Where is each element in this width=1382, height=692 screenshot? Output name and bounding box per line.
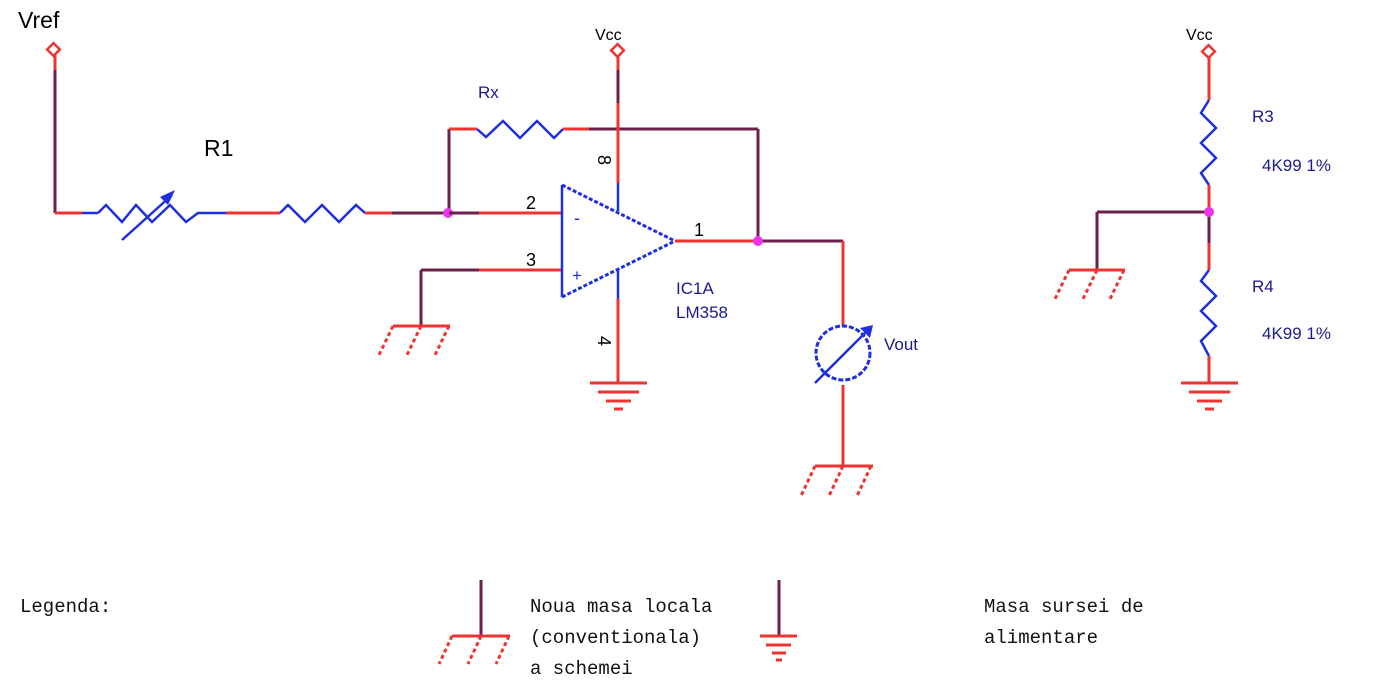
legend-supply-ground-line: Masa sursei de <box>984 596 1144 618</box>
potentiometer-r1 <box>97 190 228 241</box>
vref-terminal <box>45 41 62 213</box>
opamp-input-wires <box>421 211 562 272</box>
legend-local-ground-line: a schemei <box>530 658 633 680</box>
local-ground-icon <box>377 324 451 356</box>
pin3-label: 3 <box>526 250 536 270</box>
r4-label: R4 <box>1252 277 1274 296</box>
supply-ground-icon <box>1181 381 1238 411</box>
legend-local-ground-icon <box>437 580 511 665</box>
divider-midpoint-wires <box>1095 210 1211 270</box>
vcc-divider-label: Vcc <box>1186 27 1213 44</box>
legend-local-ground-line: Noua masa locala <box>530 596 712 618</box>
pin4-label: 4 <box>594 336 614 346</box>
opamp-lm358 <box>560 183 676 299</box>
vcc-opamp-label: Vcc <box>595 27 622 44</box>
local-ground-icon <box>1053 268 1126 300</box>
resistor-r1-fixed <box>226 203 448 224</box>
vref-label: Vref <box>18 7 60 33</box>
legend-supply-ground-line: alimentare <box>984 627 1098 649</box>
feedback-loop <box>447 119 760 241</box>
r3-label: R3 <box>1252 107 1274 126</box>
junction-node-inverting <box>443 208 453 218</box>
r3-value: 4K99 1% <box>1262 156 1331 175</box>
vcc-divider-terminal <box>1200 43 1217 100</box>
legend-supply-ground-icon <box>760 580 797 662</box>
output-wire <box>675 239 845 326</box>
resistor-r3 <box>1199 99 1218 212</box>
ic-ref-label: IC1A <box>676 279 714 298</box>
vout-label: Vout <box>884 335 918 354</box>
legend-local-ground-line: (conventionala) <box>530 627 701 649</box>
inverting-input-sign: - <box>574 208 580 228</box>
noninverting-input-sign: + <box>572 266 582 285</box>
ic-part-label: LM358 <box>676 303 728 322</box>
rx-label: Rx <box>478 83 499 102</box>
junction-node-output <box>753 236 763 246</box>
resistor-r4 <box>1199 269 1218 382</box>
r1-label: R1 <box>204 135 233 161</box>
voltmeter-icon <box>814 324 873 384</box>
pin1-label: 1 <box>694 220 704 240</box>
legend-supply-ground-text: Masa sursei de alimentare <box>984 596 1144 649</box>
junction-node-divider <box>1204 207 1214 217</box>
pin8-label: 8 <box>594 155 614 165</box>
vcc-opamp-terminal <box>609 42 626 211</box>
supply-ground-icon <box>590 381 647 411</box>
pin2-label: 2 <box>526 193 536 213</box>
legend-title: Legenda: <box>20 596 111 618</box>
local-ground-icon <box>799 464 873 497</box>
r4-value: 4K99 1% <box>1262 324 1331 343</box>
legend-local-ground-text: Noua masa locala (conventionala) a schem… <box>530 596 712 680</box>
